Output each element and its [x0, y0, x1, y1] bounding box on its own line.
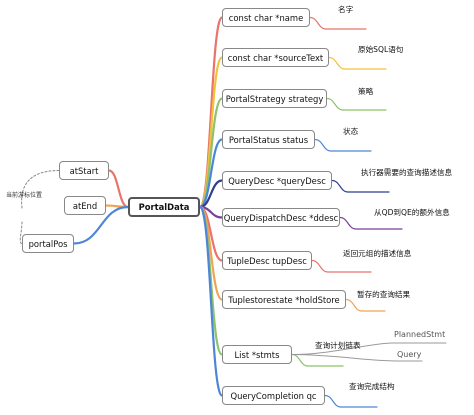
node-sourcetext[interactable]: const char *sourceText — [222, 48, 329, 67]
note-underline-2 — [326, 97, 387, 111]
branch-line-1 — [198, 56, 224, 209]
branch-line-9 — [198, 205, 224, 397]
note-querydesc: 执行器需要的查询描述信息 — [361, 168, 453, 177]
node-strategy[interactable]: PortalStrategy strategy — [222, 89, 327, 108]
center-node-portaldata[interactable]: PortalData — [128, 197, 200, 217]
child-query: Query — [397, 350, 422, 359]
node-holdstore[interactable]: Tuplestorestate *holdStore — [222, 290, 346, 309]
note-underline-0 — [309, 16, 367, 30]
note-status: 状态 — [343, 127, 359, 136]
note-sourcetext: 原始SQL语句 — [358, 45, 404, 54]
node-tupdesc[interactable]: TupleDesc tupDesc — [222, 251, 312, 270]
cursor-position-note: 当前游标位置 — [5, 192, 42, 199]
note-ddesc: 从QD到QE的额外信息 — [374, 208, 450, 217]
note-tupdesc: 返回元组的描述信息 — [343, 249, 412, 258]
note-underline-9 — [324, 394, 378, 408]
note-holdstore: 暂存的查询结果 — [357, 290, 411, 299]
note-underline-6 — [311, 259, 372, 273]
child-line-query — [291, 354, 423, 362]
left-branch-line-2 — [72, 205, 130, 245]
node-atend[interactable]: atEnd — [64, 196, 106, 215]
node-atstart[interactable]: atStart — [59, 161, 109, 180]
node-ddesc[interactable]: QueryDispatchDesc *ddesc — [222, 208, 340, 227]
cursor-note-bracket-top — [21, 170, 60, 209]
note-underline-5 — [339, 216, 403, 230]
cursor-note-bracket-bottom — [19, 221, 23, 244]
node-portalpos[interactable]: portalPos — [22, 234, 74, 253]
note-underline-7 — [345, 298, 386, 312]
node-name[interactable]: const char *name — [222, 8, 310, 27]
node-qc[interactable]: QueryCompletion qc — [222, 386, 325, 405]
note-name: 名字 — [338, 5, 354, 14]
node-querydesc[interactable]: QueryDesc *queryDesc — [222, 171, 332, 190]
node-stmts[interactable]: List *stmts — [222, 345, 292, 364]
note-underline-4 — [331, 179, 390, 193]
child-plannedstmt: PlannedStmt — [394, 330, 446, 339]
note-underline-1 — [328, 56, 387, 70]
child-line-plannedstmt — [291, 342, 447, 355]
node-status[interactable]: PortalStatus status — [222, 130, 315, 149]
note-underline-3 — [314, 138, 372, 152]
left-branch-line-0 — [107, 169, 130, 209]
note-qc: 查询完成结构 — [349, 382, 395, 391]
note-strategy: 策略 — [358, 87, 374, 96]
note-stmts: 查询计划链表 — [315, 341, 361, 350]
